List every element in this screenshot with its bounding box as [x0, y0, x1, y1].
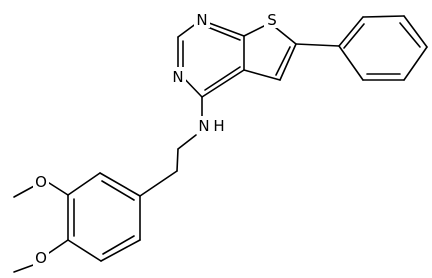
bond [101, 180, 135, 201]
sulfur-atom: S [264, 10, 280, 29]
bond [176, 148, 179, 172]
bond [403, 15, 428, 48]
amine-hydrogen: H [212, 116, 226, 135]
oxygen-atom-upper: O [33, 172, 49, 191]
atom-label: N [198, 117, 209, 135]
bond [275, 46, 291, 76]
bond [343, 23, 365, 49]
amine-nitrogen: N [196, 116, 212, 135]
atom-label: O [35, 173, 47, 191]
bond [67, 172, 101, 196]
bonds [13, 15, 428, 273]
bond [100, 239, 141, 262]
atom-label: N [196, 11, 207, 29]
bond [139, 170, 178, 197]
bond [13, 184, 37, 198]
bond [279, 43, 297, 81]
atom-label: N [172, 68, 183, 86]
nitrogen-atom-left: N [170, 67, 186, 86]
bond [177, 134, 197, 150]
bond [338, 16, 364, 47]
bond [403, 46, 428, 81]
bond [338, 45, 364, 81]
bond [243, 69, 281, 81]
oxygen-atom-lower: O [33, 248, 49, 267]
bond [13, 263, 37, 273]
bond [201, 69, 245, 98]
bond [102, 235, 135, 255]
bond [45, 180, 69, 196]
atom-label: H [213, 117, 224, 135]
bond [362, 15, 405, 18]
bond [399, 22, 421, 48]
atom-label: O [35, 249, 47, 267]
bond [67, 239, 102, 262]
bond [45, 239, 69, 256]
bond [99, 172, 141, 197]
bond [295, 43, 340, 47]
bond [204, 66, 241, 91]
bond [204, 25, 241, 41]
atom-labels: N N S N H O O [33, 10, 280, 267]
atom-label: S [267, 11, 277, 29]
nitrogen-atom-top: N [194, 10, 210, 29]
